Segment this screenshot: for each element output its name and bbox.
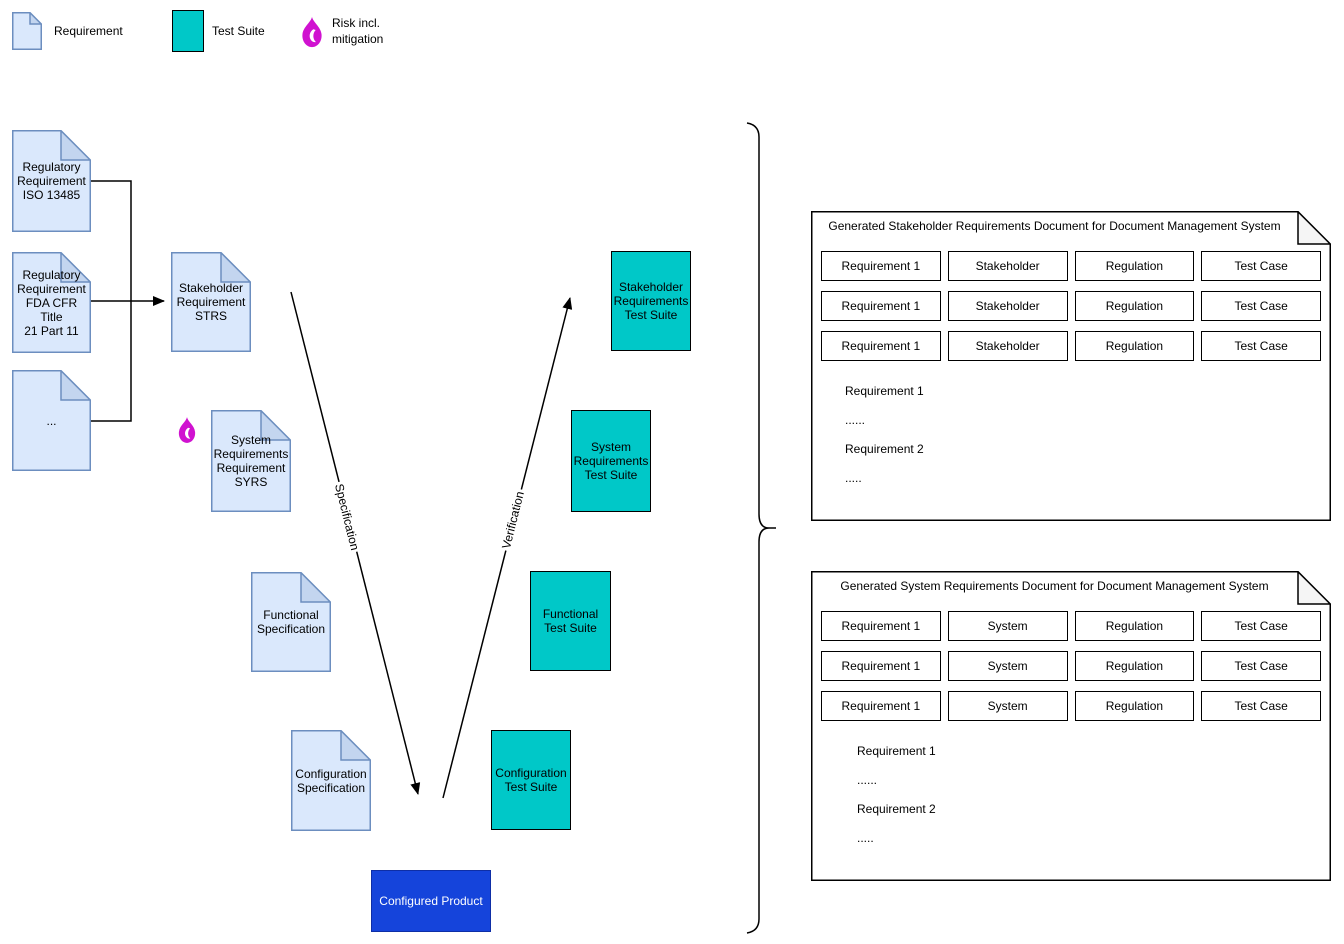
- curly-brace: [746, 122, 776, 934]
- doc-label: Stakeholder Requirement STRS: [176, 281, 246, 323]
- test-suite-configuration: Configuration Test Suite: [491, 730, 571, 830]
- specification-edge-label: Specification: [331, 480, 363, 554]
- table-row: Requirement 1 System Regulation Test Cas…: [821, 611, 1321, 641]
- legend-risk-label: Risk incl. mitigation: [332, 16, 384, 46]
- table-cell: Stakeholder: [947, 251, 1068, 281]
- test-suite-label: Configuration Test Suite: [495, 766, 567, 794]
- table-cell: Test Case: [1201, 251, 1321, 281]
- doc-more-requirements: ...: [12, 370, 91, 471]
- table-cell: Test Case: [1201, 651, 1321, 681]
- requirements-table: Requirement 1 Stakeholder Regulation Tes…: [821, 251, 1321, 361]
- table-cell: System: [947, 611, 1068, 641]
- doc-functional-specification: Functional Specification: [251, 572, 331, 672]
- doc-label: System Requirements Requirement SYRS: [213, 433, 289, 489]
- table-cell: Regulation: [1074, 291, 1195, 321]
- table-cell: Test Case: [1201, 291, 1321, 321]
- table-cell: System: [947, 651, 1068, 681]
- test-suite-label: Stakeholder Requirements Test Suite: [613, 280, 689, 322]
- verification-edge-label: Verification: [498, 487, 528, 553]
- body-line: ......: [857, 773, 878, 787]
- document-icon: [291, 730, 371, 831]
- table-cell: Regulation: [1074, 251, 1195, 281]
- test-suite-label: System Requirements Test Suite: [573, 440, 649, 482]
- legend-risk-flame-icon: [302, 16, 322, 48]
- body-line: Requirement 2: [857, 802, 936, 816]
- panel-title: Generated System Requirements Document f…: [840, 579, 1269, 593]
- legend-test-suite-shape: [172, 10, 204, 52]
- table-row: Requirement 1 Stakeholder Regulation Tes…: [821, 291, 1321, 321]
- doc-system-requirements-syrs: System Requirements Requirement SYRS: [211, 410, 291, 512]
- body-line: .....: [845, 471, 862, 485]
- table-cell: Regulation: [1074, 691, 1195, 721]
- table-cell: Requirement 1: [821, 691, 941, 721]
- legend-requirement-label: Requirement: [54, 24, 123, 38]
- configured-product-label: Configured Product: [379, 894, 483, 908]
- table-cell: Requirement 1: [821, 251, 941, 281]
- body-line: Requirement 1: [857, 744, 936, 758]
- legend-requirement-shape: [12, 12, 42, 50]
- body-line: .....: [857, 831, 874, 845]
- doc-regulatory-requirement-iso: Regulatory Requirement ISO 13485: [12, 130, 91, 232]
- table-cell: Requirement 1: [821, 331, 941, 361]
- table-cell: Stakeholder: [947, 331, 1068, 361]
- document-icon: [251, 572, 331, 672]
- doc-label: Configuration Specification: [295, 766, 367, 795]
- doc-configuration-specification: Configuration Specification: [291, 730, 371, 831]
- body-line: Requirement 1: [845, 384, 924, 398]
- generated-stakeholder-requirements-panel: Generated Stakeholder Requirements Docum…: [811, 211, 1331, 521]
- table-cell: Requirement 1: [821, 651, 941, 681]
- document-icon: [12, 252, 91, 353]
- test-suite-functional: Functional Test Suite: [530, 571, 611, 671]
- doc-stakeholder-requirement-strs: Stakeholder Requirement STRS: [171, 252, 251, 352]
- table-cell: System: [947, 691, 1068, 721]
- table-row: Requirement 1 System Regulation Test Cas…: [821, 651, 1321, 681]
- test-suite-system: System Requirements Test Suite: [571, 410, 651, 512]
- test-suite-label: Functional Test Suite: [542, 607, 599, 635]
- table-cell: Requirement 1: [821, 611, 941, 641]
- doc-label: ...: [46, 413, 57, 428]
- document-icon: [211, 410, 291, 512]
- generated-system-requirements-panel: Generated System Requirements Document f…: [811, 571, 1331, 881]
- panel-document-shape: [811, 571, 1331, 881]
- table-row: Requirement 1 System Regulation Test Cas…: [821, 691, 1321, 721]
- configured-product-box: Configured Product: [371, 870, 491, 932]
- table-cell: Test Case: [1201, 691, 1321, 721]
- requirements-table: Requirement 1 System Regulation Test Cas…: [821, 611, 1321, 721]
- risk-flame-icon: [178, 417, 196, 443]
- doc-label: Regulatory Requirement FDA CFR Title 21 …: [17, 267, 86, 338]
- document-icon: [12, 130, 91, 232]
- panel-title: Generated Stakeholder Requirements Docum…: [828, 219, 1281, 233]
- document-icon: [171, 252, 251, 352]
- panel-body-text: Requirement 1 ...... Requirement 2 .....: [857, 743, 936, 846]
- table-cell: Test Case: [1201, 331, 1321, 361]
- table-cell: Regulation: [1074, 651, 1195, 681]
- table-row: Requirement 1 Stakeholder Regulation Tes…: [821, 331, 1321, 361]
- table-cell: Regulation: [1074, 331, 1195, 361]
- table-cell: Stakeholder: [947, 291, 1068, 321]
- doc-regulatory-requirement-fda: Regulatory Requirement FDA CFR Title 21 …: [12, 252, 91, 353]
- table-cell: Regulation: [1074, 611, 1195, 641]
- body-line: ......: [845, 413, 866, 427]
- table-cell: Test Case: [1201, 611, 1321, 641]
- doc-label: Functional Specification: [256, 608, 326, 636]
- panel-body-text: Requirement 1 ...... Requirement 2 .....: [845, 383, 924, 486]
- document-icon: [12, 12, 42, 50]
- legend-test-suite-label: Test Suite: [212, 24, 265, 38]
- document-icon: [12, 370, 91, 471]
- body-line: Requirement 2: [845, 442, 924, 456]
- test-suite-stakeholder: Stakeholder Requirements Test Suite: [611, 251, 691, 351]
- regulatory-docs-connector: [91, 180, 132, 422]
- panel-document-shape: [811, 211, 1331, 521]
- table-row: Requirement 1 Stakeholder Regulation Tes…: [821, 251, 1321, 281]
- doc-label: Regulatory Requirement ISO 13485: [17, 160, 86, 202]
- table-cell: Requirement 1: [821, 291, 941, 321]
